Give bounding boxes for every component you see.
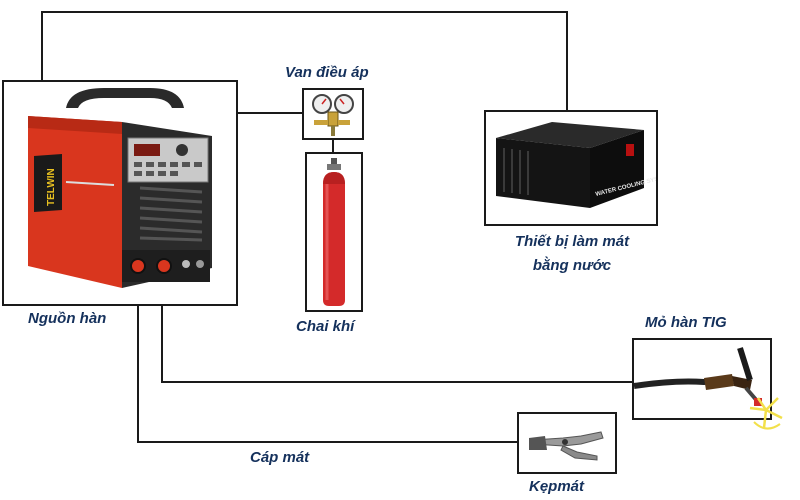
gas-cylinder-label: Chai khí — [296, 318, 355, 335]
ground-cable-line — [137, 275, 517, 443]
regulator-label: Van điều áp — [285, 64, 369, 81]
ground-clamp-label: Kẹpmát — [529, 478, 585, 495]
welding-arc-icon — [749, 397, 783, 430]
welding-machine-image: TELWIN — [28, 88, 212, 288]
ground-clamp-box — [517, 412, 617, 474]
positive-socket — [156, 258, 172, 274]
negative-socket — [130, 258, 146, 274]
regulator-image — [312, 94, 354, 136]
ground-cable-label: Cáp mát — [250, 449, 310, 466]
cooling-unit-label-line1: Thiết bị làm mát — [514, 233, 630, 250]
welding-power-source-box: TELWIN — [2, 80, 238, 306]
power-source-label: Nguồn hàn — [28, 310, 107, 327]
cooling-unit-image: WATER COOLING SYSTEM — [496, 122, 671, 208]
gas-cylinder-box — [305, 152, 363, 312]
power-to-cooler-line — [41, 11, 568, 110]
regulator-box — [302, 88, 364, 140]
tig-torch-image — [633, 347, 762, 406]
gas-cylinder-image — [323, 158, 345, 306]
ground-clamp-image — [529, 431, 604, 461]
tig-torch-box — [632, 338, 772, 420]
cooling-unit-box: WATER COOLING SYSTEM — [484, 110, 671, 226]
welder-brand-text: TELWIN — [46, 168, 57, 206]
torch-cable-line — [161, 275, 632, 383]
tig-torch-label: Mỏ hàn TIG — [645, 314, 727, 331]
cooling-unit-label-line2: bằng nước — [532, 257, 612, 274]
